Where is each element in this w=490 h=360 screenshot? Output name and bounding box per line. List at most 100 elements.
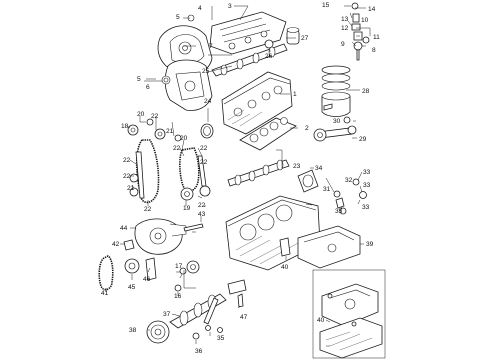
bolt (205, 325, 211, 331)
bolt (174, 284, 182, 292)
head-gasket (239, 117, 297, 151)
callout-10: 10 (361, 17, 369, 24)
callout-35b: 35 (335, 208, 343, 215)
callout-22b: 22 (123, 157, 131, 164)
oil-pan-detail-box (312, 269, 386, 359)
callout-12: 12 (341, 25, 349, 32)
callout-18: 18 (121, 123, 129, 130)
callout-17: 17 (175, 263, 183, 270)
bearing (192, 332, 200, 340)
cylinder-head (221, 71, 293, 135)
sensor-body (335, 197, 345, 209)
sensor (333, 190, 341, 198)
callout-45: 45 (128, 284, 136, 291)
callout-20: 20 (137, 111, 145, 118)
callout-37: 37 (163, 311, 171, 318)
callout-22h: 22 (144, 206, 152, 213)
callout-2: 2 (305, 125, 309, 132)
bracket (123, 239, 135, 251)
callout-16: 16 (174, 293, 182, 300)
callout-9: 9 (341, 41, 345, 48)
rear-main-seal (297, 169, 319, 193)
parts-artwork (98, 2, 386, 359)
callout-22g: 22 (198, 202, 206, 209)
connecting-rod-assembly (313, 125, 357, 142)
callout-47: 47 (240, 314, 248, 321)
camshaft-upper (211, 43, 288, 77)
leader-lines (105, 5, 371, 347)
callout-33b: 33 (363, 182, 371, 189)
callout-5b: 5 (137, 76, 141, 83)
callout-13: 13 (341, 16, 349, 23)
callout-24: 24 (204, 98, 212, 105)
belt-tensioner (124, 258, 140, 274)
chain-guide-bolt (146, 118, 154, 126)
valve-train (351, 2, 370, 61)
baffle (279, 237, 291, 257)
callout-7: 7 (209, 43, 213, 50)
callout-28: 28 (362, 88, 370, 95)
callout-31: 31 (323, 186, 331, 193)
dowel-pin (237, 293, 244, 308)
callout-46: 46 (143, 276, 151, 283)
plug (264, 39, 274, 49)
callout-42: 42 (112, 241, 120, 248)
callout-22f: 22 (200, 159, 208, 166)
piston-pin (323, 103, 333, 111)
oil-pump (134, 218, 187, 255)
timing-chain-right (179, 147, 207, 192)
callout-32: 32 (345, 177, 353, 184)
callout-40: 40 (281, 264, 289, 271)
rod-bolt (343, 116, 351, 124)
callout-11: 11 (373, 34, 380, 41)
callout-36: 36 (195, 348, 203, 355)
callout-43: 43 (198, 211, 206, 218)
tensioner (129, 173, 139, 183)
callout-40b: 40 (317, 317, 325, 324)
callout-15: 15 (322, 2, 330, 9)
timing-cover-lower (164, 59, 213, 111)
washer (179, 267, 187, 275)
callout-33c: 33 (362, 204, 370, 211)
callout-41: 41 (101, 290, 109, 297)
callout-22: 22 (151, 113, 159, 120)
callout-3: 3 (228, 3, 232, 10)
callout-14: 14 (368, 6, 376, 13)
callout-labels: 1 2 3 4 5 5 6 7 8 9 10 11 12 13 14 15 16… (101, 2, 380, 355)
cylinder-block (225, 195, 321, 271)
callout-26: 26 (265, 53, 273, 60)
bolt (339, 207, 347, 215)
callout-23: 23 (293, 163, 301, 170)
bolt (359, 191, 367, 199)
callout-19: 19 (183, 205, 191, 212)
callout-35: 35 (217, 335, 225, 342)
callout-8: 8 (372, 47, 376, 54)
chain-guide-bolt (174, 134, 182, 142)
bolt (217, 327, 223, 333)
connecting-rod (203, 297, 219, 325)
callout-30: 30 (333, 118, 341, 125)
callout-6: 6 (146, 84, 150, 91)
callout-22c: 22 (123, 173, 131, 180)
callout-21: 21 (166, 128, 174, 135)
callout-20b: 20 (180, 135, 188, 142)
timing-chain-left (135, 139, 160, 204)
thrust-washer (227, 279, 247, 295)
camshaft-lower (227, 159, 290, 187)
bolt (183, 223, 204, 232)
callout-25: 25 (202, 68, 210, 75)
crankshaft-pulley (146, 320, 170, 344)
drive-belt (98, 255, 114, 291)
bolt (352, 178, 360, 186)
callout-5: 5 (176, 14, 180, 21)
callout-27: 27 (301, 35, 309, 42)
callout-33: 33 (363, 169, 371, 176)
callout-22e: 22 (200, 145, 208, 152)
piston-assembly (321, 65, 351, 117)
callout-1: 1 (293, 91, 297, 98)
callout-4: 4 (198, 5, 202, 12)
oil-pan-upper (297, 225, 361, 269)
callout-34: 34 (315, 165, 323, 172)
callout-39: 39 (366, 241, 374, 248)
